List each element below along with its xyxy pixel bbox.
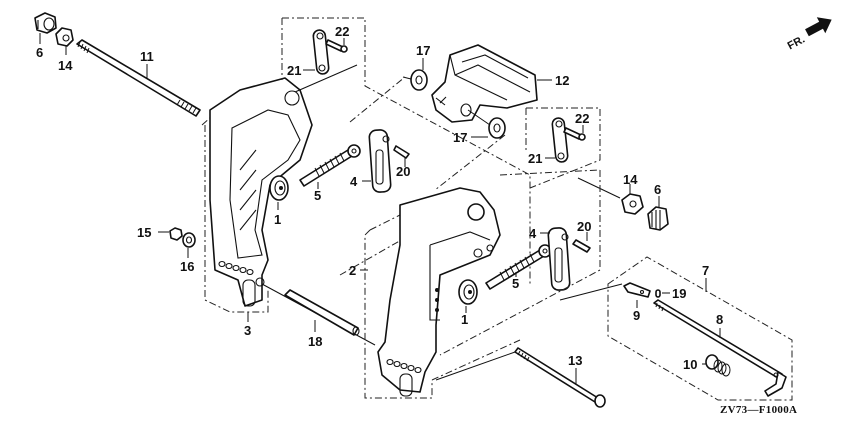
- part-12-swivel-cover[interactable]: [431, 44, 538, 123]
- callout-5-lower: 5: [512, 276, 519, 291]
- part-4-tilt-lever-upper[interactable]: [368, 129, 392, 193]
- callout-6: 6: [36, 45, 43, 60]
- part-11-bolt[interactable]: [76, 39, 201, 117]
- part-20-pin-lower[interactable]: [572, 239, 591, 253]
- part-10-spring[interactable]: [705, 354, 731, 377]
- callout-18: 18: [308, 334, 322, 349]
- callout-2: 2: [349, 263, 356, 278]
- callout-21: 21: [287, 63, 301, 78]
- callout-15: 15: [137, 225, 151, 240]
- part-21-link-top[interactable]: [312, 29, 330, 75]
- callout-9: 9: [633, 308, 640, 323]
- part-17-washer-lower[interactable]: [488, 117, 506, 139]
- part-1-bushing-lower[interactable]: [458, 279, 478, 305]
- callout-16: 16: [180, 259, 194, 274]
- callout-11: 11: [140, 49, 154, 64]
- callout-13: 13: [568, 353, 582, 368]
- figure-code: ZV73—F1000A: [720, 404, 797, 416]
- front-direction-arrow-icon: [805, 17, 832, 37]
- part-6-cap-nut-right[interactable]: [647, 206, 669, 231]
- part-14-nut-right[interactable]: [621, 193, 644, 215]
- callout-21-right: 21: [528, 151, 542, 166]
- part-1-bushing-upper[interactable]: [269, 175, 289, 201]
- callout-4-lower: 4: [529, 226, 537, 241]
- part-5-spring-upper[interactable]: [299, 144, 361, 187]
- callout-20: 20: [396, 164, 410, 179]
- callout-12: 12: [555, 73, 569, 88]
- callout-10: 10: [683, 357, 697, 372]
- callout-19: 19: [672, 286, 686, 301]
- part-13-bolt[interactable]: [514, 347, 606, 408]
- callout-7: 7: [702, 263, 709, 278]
- part-5-spring-lower[interactable]: [485, 244, 552, 290]
- part-18-collar[interactable]: [284, 289, 360, 336]
- callout-5: 5: [314, 188, 321, 203]
- part-9-grip[interactable]: [623, 282, 651, 298]
- part-21-link-right[interactable]: [551, 117, 569, 163]
- callout-20-lower: 20: [577, 219, 591, 234]
- front-direction-label: FR.: [786, 33, 807, 52]
- callout-17-top: 17: [416, 43, 430, 58]
- callout-22-right: 22: [575, 111, 589, 126]
- part-20-pin-upper[interactable]: [393, 145, 410, 159]
- callout-22: 22: [335, 24, 349, 39]
- part-15-nut[interactable]: [169, 227, 183, 241]
- callout-1-lower: 1: [461, 312, 468, 327]
- callout-14-right: 14: [623, 172, 638, 187]
- part-3-stern-bracket-left[interactable]: [209, 77, 313, 307]
- part-8-tilt-rod[interactable]: [653, 299, 787, 397]
- part-16-washer[interactable]: [182, 232, 196, 248]
- callout-4: 4: [350, 174, 358, 189]
- part-19-pin[interactable]: [655, 289, 661, 298]
- callout-6-right: 6: [654, 182, 661, 197]
- part-14-nut-left[interactable]: [55, 27, 74, 47]
- part-4-tilt-lever-lower[interactable]: [547, 227, 571, 291]
- part-6-cap-nut-left[interactable]: [34, 12, 57, 34]
- callout-8: 8: [716, 312, 723, 327]
- callout-1: 1: [274, 212, 281, 227]
- part-22-pin-top[interactable]: [325, 39, 348, 53]
- part-2-stern-bracket-right[interactable]: [377, 187, 501, 397]
- callout-14: 14: [58, 58, 73, 73]
- callout-3: 3: [244, 323, 251, 338]
- front-direction-indicator: FR.: [786, 17, 832, 52]
- callout-17-lower: 17: [453, 130, 467, 145]
- part-22-pin-right[interactable]: [563, 127, 586, 141]
- part-17-washer-top[interactable]: [410, 69, 428, 91]
